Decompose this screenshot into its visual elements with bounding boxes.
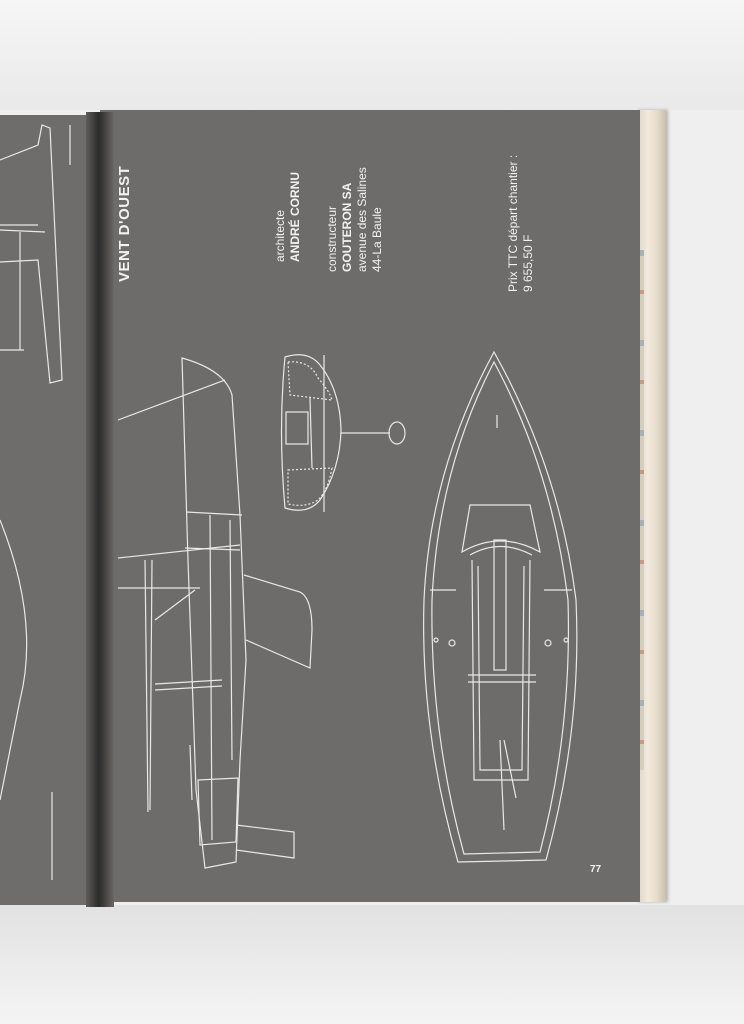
price-label: Prix TTC départ chantier : xyxy=(506,154,520,292)
boat-title: VENT D'OUEST xyxy=(116,165,133,282)
scan-background-bottom xyxy=(0,905,744,1024)
architect-credit: architecte ANDRÉ CORNU xyxy=(273,172,303,262)
builder-credit: constructeur GOUTERON SA avenue des Sali… xyxy=(325,167,385,272)
left-page xyxy=(0,115,100,905)
builder-address-line1: avenue des Salines xyxy=(355,167,369,272)
page-number: 77 xyxy=(590,864,602,875)
plan-view-drawing xyxy=(423,350,578,863)
scan-background-top xyxy=(0,0,744,110)
builder-role: constructeur xyxy=(325,205,339,272)
architect-role: architecte xyxy=(273,209,287,262)
builder-address-line2: 44-La Baule xyxy=(370,207,384,272)
left-page-drawing xyxy=(0,124,71,880)
architect-name: ANDRÉ CORNU xyxy=(288,172,302,262)
section-drawing xyxy=(280,354,406,512)
price-block: Prix TTC départ chantier : 9 655,50 F xyxy=(506,155,536,292)
price-value: 9 655,50 F xyxy=(521,234,535,292)
page-edge-color-marks xyxy=(640,250,644,770)
side-profile-drawing xyxy=(117,357,313,869)
book-gutter xyxy=(86,112,114,907)
builder-name: GOUTERON SA xyxy=(340,182,354,272)
